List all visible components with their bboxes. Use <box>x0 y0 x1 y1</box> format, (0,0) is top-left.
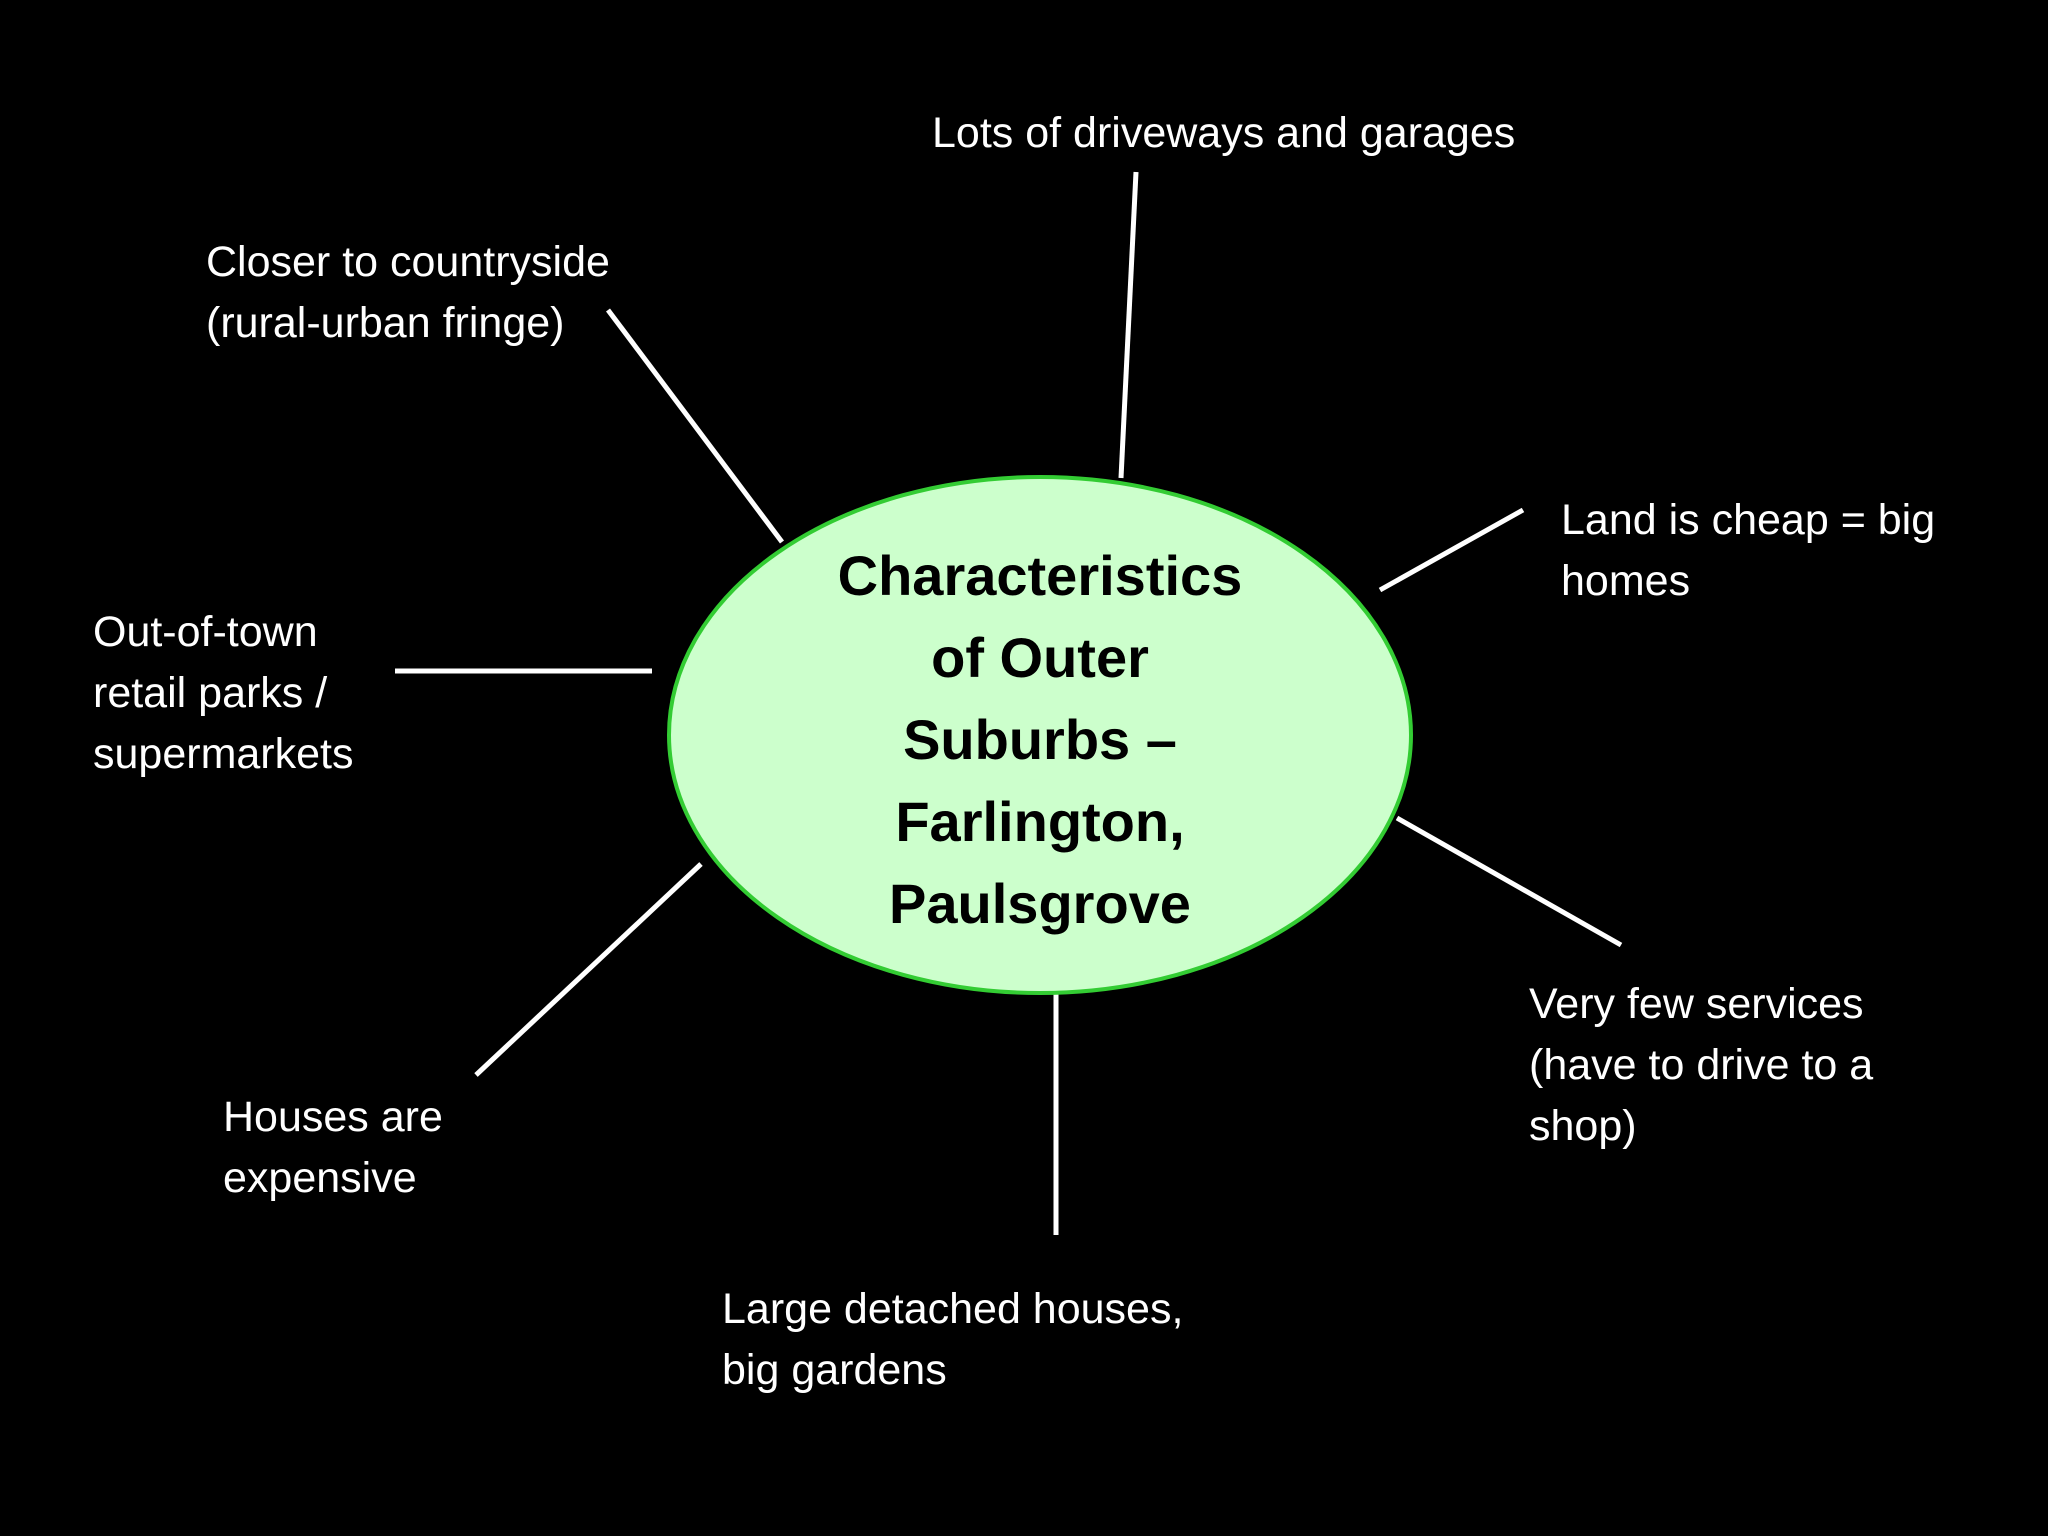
central-topic-line: of Outer <box>931 626 1149 689</box>
branch-label-services: Very few services (have to drive to a sh… <box>1529 980 1874 1150</box>
central-topic-line: Suburbs – <box>903 708 1177 771</box>
connector-expensive <box>474 862 703 1077</box>
central-topic-line: Farlington, <box>895 790 1185 853</box>
central-topic-line: Paulsgrove <box>889 872 1191 935</box>
branch-label-expensive: Houses are expensive <box>223 1093 443 1202</box>
connector-land <box>1378 507 1525 593</box>
connector-services <box>1395 815 1623 948</box>
connector-countryside <box>606 308 784 544</box>
branch-label-retail: Out-of-town retail parks / supermarkets <box>93 608 354 778</box>
branch-label-detached: Large detached houses, big gardens <box>722 1285 1184 1394</box>
central-topic-line: Characteristics <box>837 544 1243 607</box>
branch-label-land: Land is cheap = big homes <box>1561 496 1936 605</box>
central-topic: Characteristics of Outer Suburbs – Farli… <box>790 535 1290 945</box>
connector-driveways <box>1118 171 1139 479</box>
central-ellipse <box>667 475 1413 995</box>
branch-label-driveways: Lots of driveways and garages <box>932 109 1516 157</box>
branch-label-countryside: Closer to countryside (rural-urban fring… <box>206 238 610 347</box>
